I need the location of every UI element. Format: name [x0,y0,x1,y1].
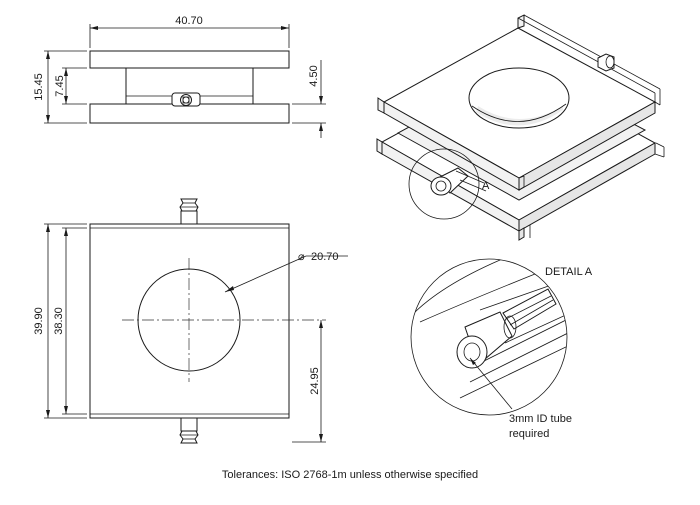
diameter-symbol: ⌀ [298,251,305,263]
dim-height-gap-label: 7.45 [54,75,66,96]
isometric-view: A [376,14,665,241]
tube-note-line2: required [509,428,549,440]
dim-height-total-label: 15.45 [33,73,45,101]
iso-barb-back [597,53,615,72]
detail-a-view: DETAIL A 3mm ID tube required [410,258,593,440]
detail-callout-circle [408,148,480,220]
tolerance-note: Tolerances: ISO 2768-1m unless otherwise… [222,469,478,481]
hose-barb-bottom [179,417,199,444]
dim-width-inner: 38.30 [53,227,87,415]
tube-note-line1: 3mm ID tube [509,413,572,425]
detail-title: DETAIL A [545,266,593,278]
dim-width-outer: 39.90 [33,223,87,419]
dim-height-gap: 7.45 [54,67,87,105]
tube-note-leader [469,357,513,410]
dim-hole-offset-label: 24.95 [309,367,321,395]
side-view: 40.70 15.45 7.45 4.50 [33,15,326,138]
dim-height-total: 15.45 [33,50,87,124]
hose-barb-top [179,198,199,225]
plate-outline [89,223,290,419]
dim-plate-thickness-label: 4.50 [308,65,320,86]
dim-hole-diameter: ⌀ 20.70 [224,251,348,293]
iso-upper-plate [377,14,661,191]
iso-barb-front [430,167,487,196]
dim-width-outer-label: 39.90 [33,307,45,335]
detail-marker-label: A [482,180,490,192]
dim-hole-offset: 24.95 [292,320,326,443]
iso-hole [468,67,570,129]
bottom-plate [89,103,290,124]
dim-width-inner-label: 38.30 [53,307,65,335]
top-plate [89,50,290,69]
dim-hole-diameter-label: 20.70 [311,251,339,263]
hose-barb-side [171,92,201,107]
dim-width-top: 40.70 [89,15,290,48]
dim-width-top-label: 40.70 [175,15,203,27]
top-view: ⌀ 20.70 39.90 38.30 24.95 [33,198,348,444]
detail-boundary-circle [410,258,568,416]
dim-plate-thickness: 4.50 [292,60,326,138]
